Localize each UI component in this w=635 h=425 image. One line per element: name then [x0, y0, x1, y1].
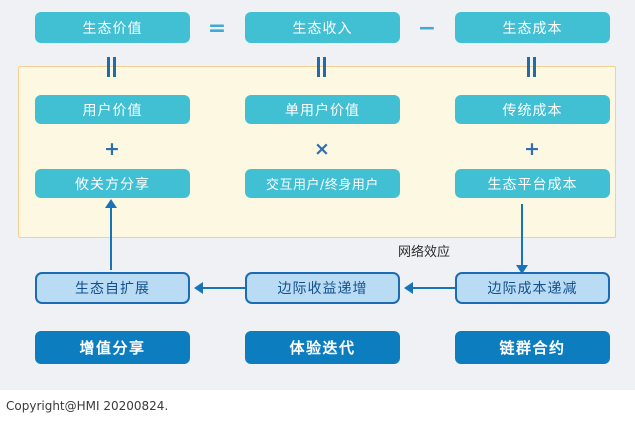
box-value-added-sharing[interactable]: 增值分享 — [35, 331, 190, 364]
operator-plus-right: + — [524, 138, 540, 160]
equivalence-bar-right — [526, 57, 538, 77]
box-ecological-cost[interactable]: 生态成本 — [455, 12, 610, 43]
operator-plus-left: + — [104, 138, 120, 160]
box-stakeholder-sharing[interactable]: 攸关方分享 — [35, 169, 190, 198]
box-decreasing-marginal-cost[interactable]: 边际成本递减 — [455, 272, 610, 304]
connector-line-right-left — [413, 287, 455, 289]
equivalence-bar-middle — [316, 57, 328, 77]
box-chain-group-contract[interactable]: 链群合约 — [455, 331, 610, 364]
copyright-text: Copyright@HMI 20200824. — [6, 399, 169, 413]
network-effect-label: 网络效应 — [398, 245, 451, 260]
box-user-value[interactable]: 用户价值 — [35, 95, 190, 124]
box-ecological-value[interactable]: 生态价值 — [35, 12, 190, 43]
box-ecosystem-self-expansion[interactable]: 生态自扩展 — [35, 272, 190, 304]
ecosystem-decomposition-panel — [18, 66, 616, 238]
connector-line-left-up — [110, 207, 112, 270]
box-experience-iteration[interactable]: 体验迭代 — [245, 331, 400, 364]
box-increasing-marginal-return[interactable]: 边际收益递增 — [245, 272, 400, 304]
diagram-stage: 生态价值 = 生态收入 − 生态成本 用户价值 单用户价值 传统成本 + × +… — [0, 0, 635, 390]
equivalence-bar-left — [106, 57, 118, 77]
arrow-left-right — [404, 282, 413, 294]
connector-line-right-down — [521, 204, 523, 268]
box-traditional-cost[interactable]: 传统成本 — [455, 95, 610, 124]
operator-multiply-middle: × — [314, 138, 330, 160]
box-interactive-lifetime-user[interactable]: 交互用户/终身用户 — [245, 169, 400, 198]
box-ecological-revenue[interactable]: 生态收入 — [245, 12, 400, 43]
box-ecological-platform-cost[interactable]: 生态平台成本 — [455, 169, 610, 198]
operator-equals-top: = — [207, 15, 227, 41]
operator-minus-top: − — [417, 15, 437, 41]
arrow-left-middle — [194, 282, 203, 294]
connector-line-middle-left — [203, 287, 245, 289]
box-per-user-value[interactable]: 单用户价值 — [245, 95, 400, 124]
arrow-up-left — [105, 199, 117, 208]
arrow-down-right — [516, 265, 528, 274]
